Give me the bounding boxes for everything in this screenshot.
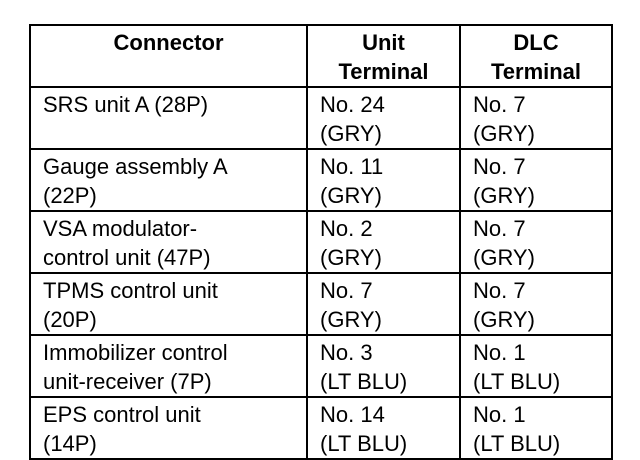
table-row: EPS control unit (14P) No. 14 (LT BLU) N… (29, 396, 613, 460)
header-text: Connector (113, 30, 224, 55)
header-unit-terminal: Unit Terminal (306, 24, 461, 88)
unit-terminal-cell: No. 14 (LT BLU) (306, 396, 461, 460)
dlc-terminal-cell: No. 1 (LT BLU) (459, 396, 613, 460)
table-row: VSA modulator- control unit (47P) No. 2 … (29, 210, 613, 274)
cell-text: No. 1 (473, 340, 526, 365)
cell-text: (22P) (43, 183, 97, 208)
header-text: Terminal (338, 59, 429, 84)
unit-terminal-cell: No. 2 (GRY) (306, 210, 461, 274)
connector-cell: TPMS control unit (20P) (29, 272, 308, 336)
connector-cell: Immobilizer control unit-receiver (7P) (29, 334, 308, 398)
cell-text: No. 1 (473, 402, 526, 427)
cell-text: No. 14 (320, 402, 385, 427)
cell-text: (14P) (43, 431, 97, 456)
dlc-terminal-cell: No. 1 (LT BLU) (459, 334, 613, 398)
header-text: DLC (513, 30, 559, 55)
cell-text: No. 11 (320, 154, 384, 179)
unit-terminal-cell: No. 24 (GRY) (306, 86, 461, 150)
cell-text: (LT BLU) (473, 369, 561, 394)
cell-text: (GRY) (473, 183, 535, 208)
table-row: SRS unit A (28P) No. 24 (GRY) No. 7 (GRY… (29, 86, 613, 150)
document-sheet: Connector Unit Terminal DLC Terminal SRS… (29, 24, 613, 460)
header-dlc-terminal: DLC Terminal (459, 24, 613, 88)
cell-text: (GRY) (473, 307, 535, 332)
cell-text: (GRY) (320, 183, 382, 208)
table-row: TPMS control unit (20P) No. 7 (GRY) No. … (29, 272, 613, 336)
cell-text: (GRY) (320, 307, 382, 332)
cell-text: No. 7 (473, 278, 526, 303)
cell-text: SRS unit A (28P) (43, 92, 209, 117)
dlc-terminal-cell: No. 7 (GRY) (459, 210, 613, 274)
unit-terminal-cell: No. 11 (GRY) (306, 148, 461, 212)
unit-terminal-cell: No. 3 (LT BLU) (306, 334, 461, 398)
cell-text: No. 3 (320, 340, 373, 365)
cell-text: No. 7 (473, 92, 526, 117)
cell-text: (GRY) (473, 245, 535, 270)
cell-text: control unit (47P) (43, 245, 211, 270)
connector-cell: Gauge assembly A (22P) (29, 148, 308, 212)
header-text: Terminal (490, 59, 582, 84)
cell-text: (LT BLU) (320, 431, 408, 456)
unit-terminal-cell: No. 7 (GRY) (306, 272, 461, 336)
cell-text: VSA modulator- (43, 216, 198, 241)
dlc-terminal-cell: No. 7 (GRY) (459, 148, 613, 212)
cell-text: EPS control unit (43, 402, 201, 427)
cell-text: (LT BLU) (473, 431, 561, 456)
header-connector: Connector (29, 24, 308, 88)
cell-text: (GRY) (320, 245, 382, 270)
connector-cell: VSA modulator- control unit (47P) (29, 210, 308, 274)
connector-cell: EPS control unit (14P) (29, 396, 308, 460)
cell-text: TPMS control unit (43, 278, 218, 303)
dlc-terminal-cell: No. 7 (GRY) (459, 272, 613, 336)
cell-text: (LT BLU) (320, 369, 408, 394)
table-row: Gauge assembly A (22P) No. 11 (GRY) No. … (29, 148, 613, 212)
cell-text: No. 7 (473, 216, 526, 241)
cell-text: (GRY) (473, 121, 535, 146)
cell-text: No. 7 (320, 278, 373, 303)
cell-text: Immobilizer control (43, 340, 228, 365)
dlc-terminal-cell: No. 7 (GRY) (459, 86, 613, 150)
cell-text: No. 7 (473, 154, 526, 179)
cell-text: (20P) (43, 307, 97, 332)
cell-text: (GRY) (320, 121, 382, 146)
connector-terminal-table: Connector Unit Terminal DLC Terminal SRS… (29, 24, 613, 460)
connector-cell: SRS unit A (28P) (29, 86, 308, 150)
table-row: Immobilizer control unit-receiver (7P) N… (29, 334, 613, 398)
cell-text: No. 2 (320, 216, 373, 241)
header-text: Unit (362, 30, 405, 55)
cell-text: unit-receiver (7P) (43, 369, 212, 394)
cell-text: No. 24 (320, 92, 385, 117)
table-header-row: Connector Unit Terminal DLC Terminal (29, 24, 613, 88)
cell-text: Gauge assembly A (43, 154, 228, 179)
